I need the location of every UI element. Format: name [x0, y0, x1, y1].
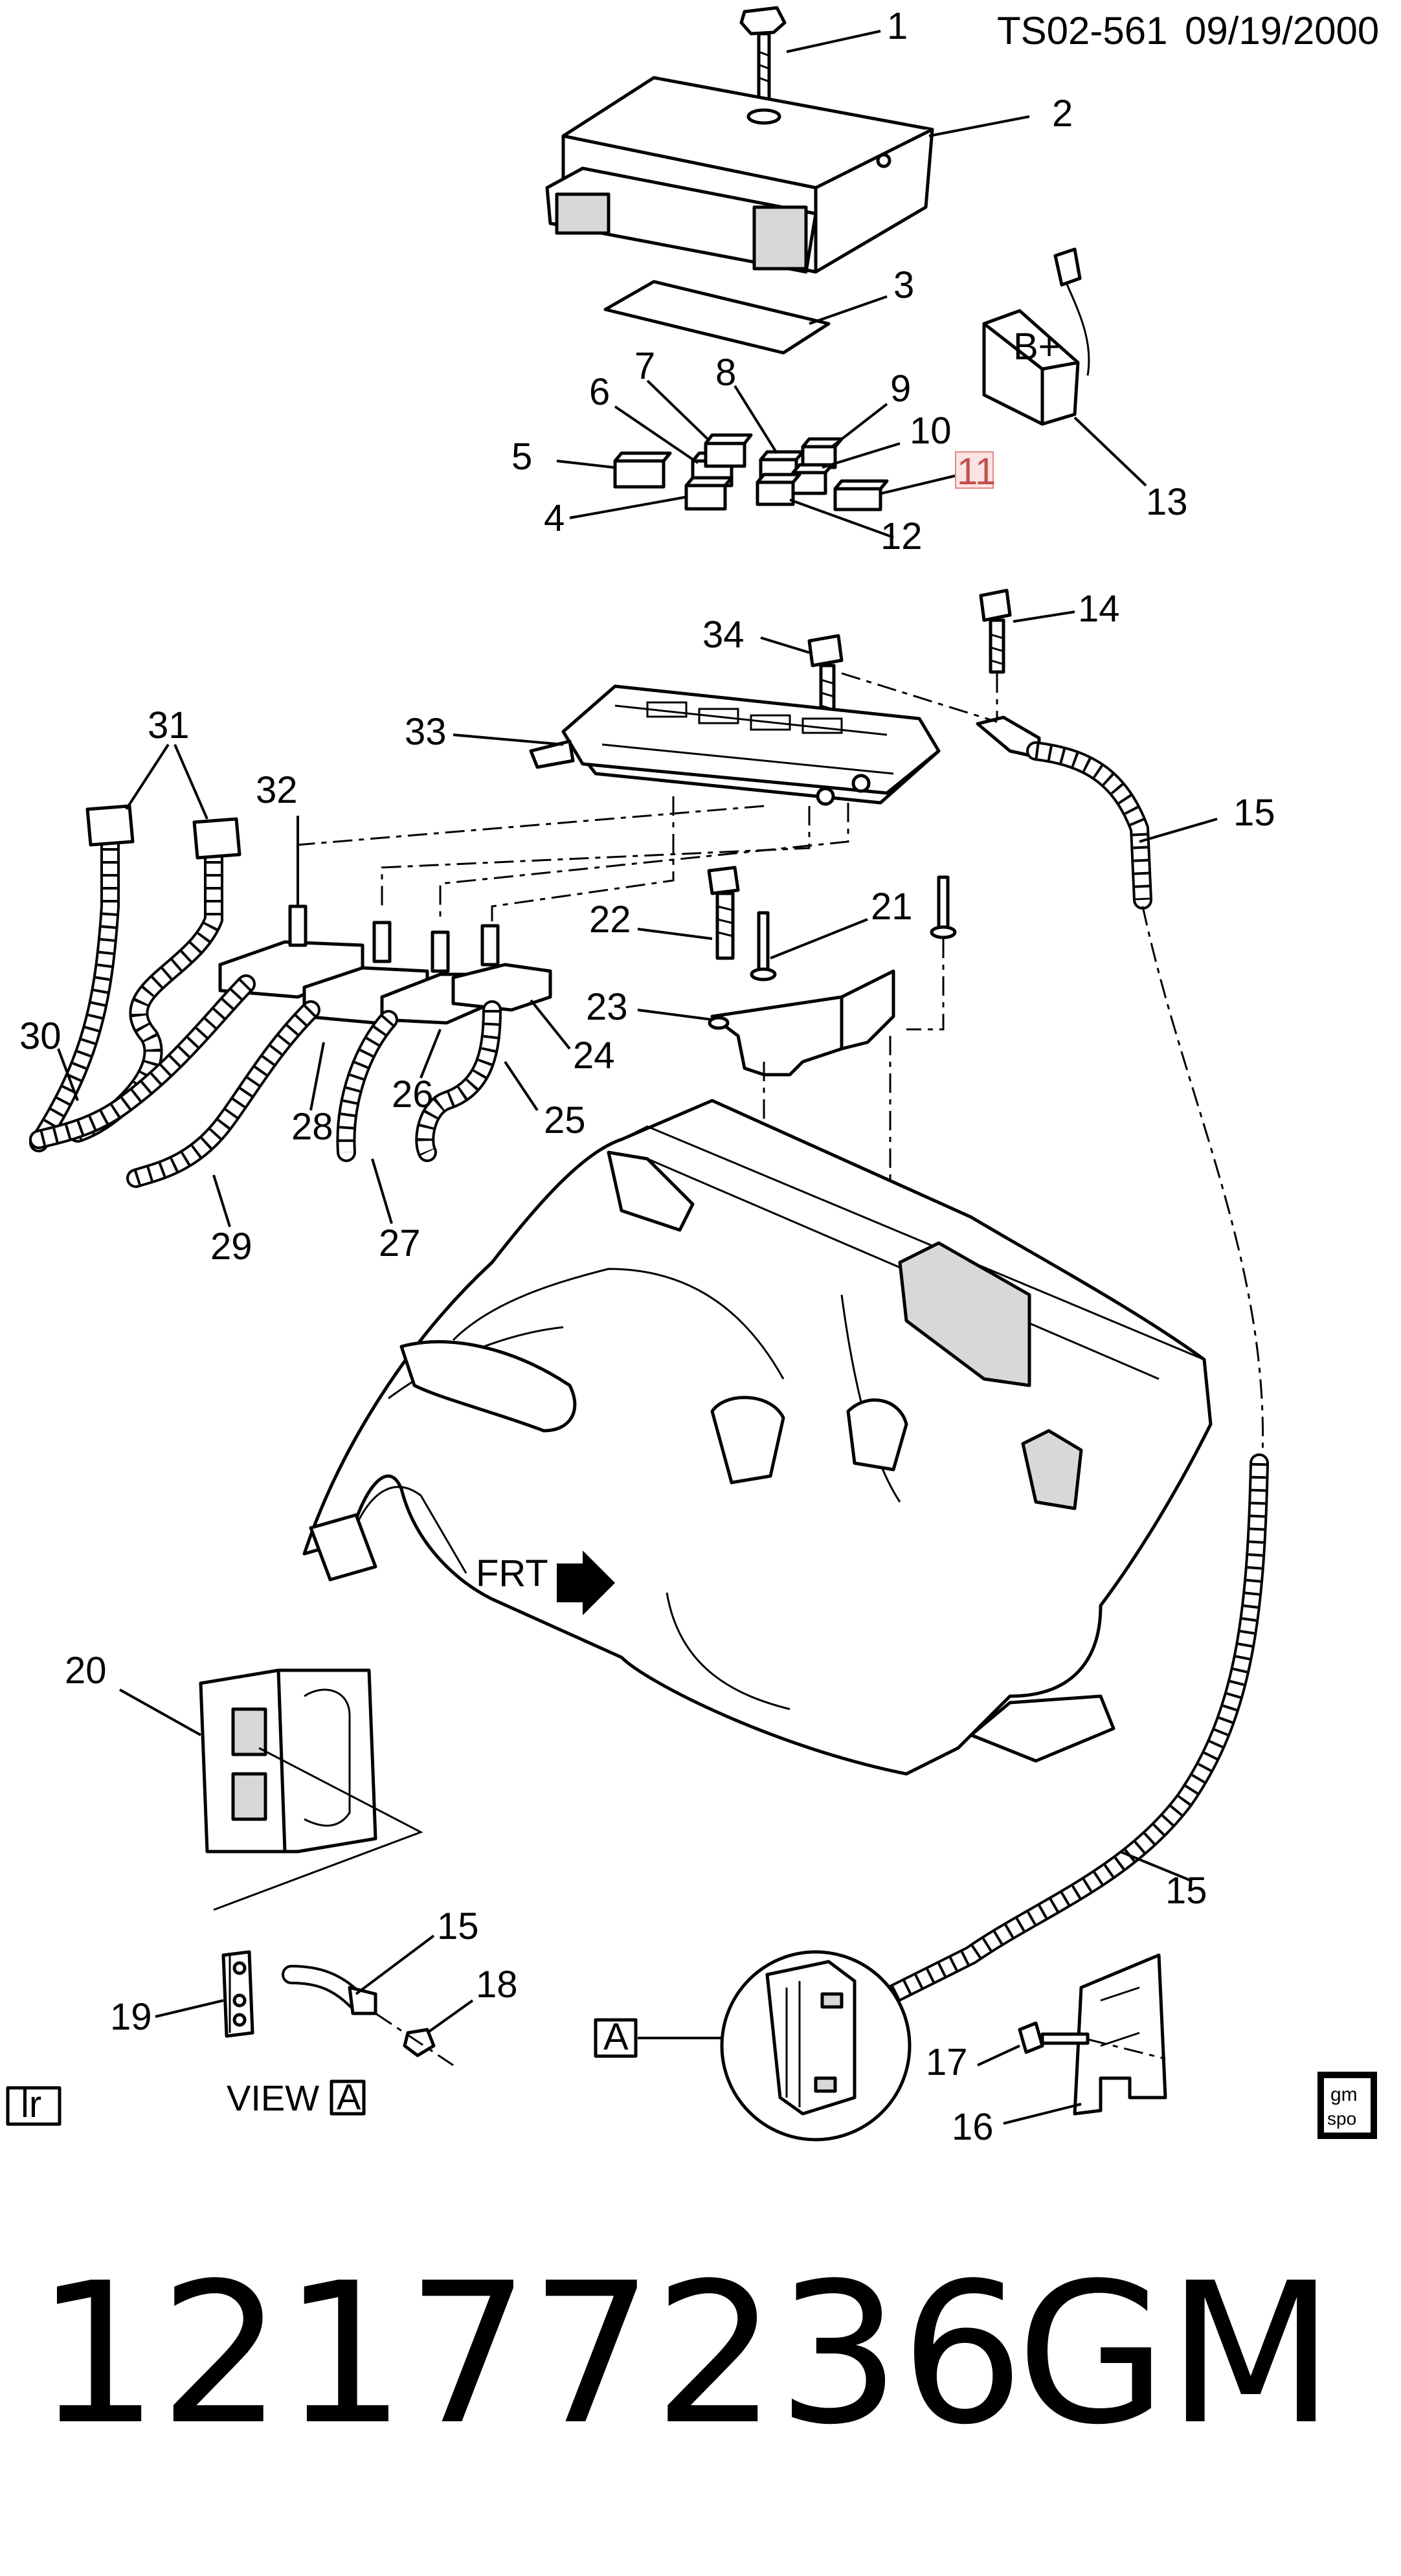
gm-spo-logo: gm spo	[1317, 2072, 1377, 2139]
callout-4: 4	[544, 497, 565, 539]
view-label: VIEW	[227, 2078, 319, 2118]
callout-33: 33	[405, 711, 447, 753]
bracket-studs	[707, 866, 957, 1077]
part-15-cable-lower	[884, 1453, 1269, 2004]
callout-11: 11	[957, 451, 996, 493]
callout-29: 29	[210, 1226, 252, 1268]
part-3-gasket	[603, 280, 831, 355]
callout-25: 25	[544, 1099, 586, 1141]
corner-lr-text: lr	[21, 2083, 41, 2125]
callout-20: 20	[65, 1650, 107, 1692]
callout-18: 18	[476, 1964, 518, 2006]
callout-8: 8	[715, 352, 736, 394]
terminal-label: B+	[1013, 326, 1060, 368]
callout-1: 1	[887, 5, 908, 47]
callout-10: 10	[910, 410, 952, 452]
part-15-cable-upper	[976, 715, 1152, 910]
callout-22: 22	[589, 899, 631, 941]
callout-6: 6	[589, 371, 610, 413]
callout-30: 30	[19, 1015, 62, 1057]
callout-23: 23	[586, 986, 628, 1028]
callout-13: 13	[1146, 481, 1188, 523]
brand-label: GM	[1016, 2241, 1334, 2467]
view-ref-text: A	[337, 2076, 361, 2117]
callout-17: 17	[926, 2041, 968, 2083]
detail-ref-box: A	[603, 2016, 629, 2058]
view-a-parts	[221, 1950, 436, 2057]
callout-15-lower: 15	[1165, 1870, 1207, 1912]
vehicle-body	[302, 1099, 1213, 1776]
corner-lr-box	[6, 2086, 62, 2126]
callout-28: 28	[291, 1106, 333, 1148]
callout-16: 16	[952, 2106, 994, 2148]
harnesses	[29, 804, 502, 1188]
part-13-terminal: B+	[982, 247, 1090, 426]
callout-32: 32	[256, 769, 298, 811]
callout-19: 19	[110, 1996, 152, 2038]
callout-24: 24	[573, 1035, 615, 1077]
parts-16-17	[1018, 1953, 1167, 2116]
callout-26: 26	[392, 1073, 434, 1115]
front-label: FRT	[476, 1552, 548, 1595]
callout-2: 2	[1052, 93, 1073, 135]
callout-labels: 1 2 3 4 5 6 7 8 9 10 11 12 13 14 15 15 1…	[19, 5, 1275, 2148]
logo-top: gm	[1330, 2084, 1358, 2105]
callout-12: 12	[880, 515, 923, 557]
connector-blocks	[218, 904, 552, 1025]
detail-a-circle: A	[594, 1950, 912, 2142]
relays-group	[613, 433, 889, 511]
callout-21: 21	[871, 886, 913, 928]
callout-5: 5	[511, 436, 532, 478]
part-20-holder	[199, 1668, 377, 1854]
callout-9: 9	[890, 368, 911, 410]
logo-bottom: spo	[1327, 2109, 1356, 2129]
callout-7: 7	[634, 345, 655, 387]
part-33-fuse-block	[529, 684, 941, 806]
callout-15-view: 15	[437, 1905, 479, 1947]
part-number: 12177236	[36, 2241, 1024, 2467]
callout-34: 34	[702, 614, 745, 656]
drawing-date: 09/19/2000	[1185, 9, 1379, 52]
callout-31: 31	[148, 704, 190, 746]
callout-3: 3	[893, 264, 914, 306]
front-arrow: FRT	[476, 1551, 615, 1615]
part-14-bolt	[979, 588, 1012, 674]
part-2-module	[545, 76, 934, 274]
view-ref-box	[330, 2079, 366, 2116]
callout-27: 27	[379, 1222, 421, 1264]
callout-14: 14	[1078, 588, 1120, 630]
callout-15-upper: 15	[1233, 792, 1275, 834]
callout-11-highlight	[955, 451, 994, 489]
drawing-code: TS02-561	[997, 9, 1168, 52]
